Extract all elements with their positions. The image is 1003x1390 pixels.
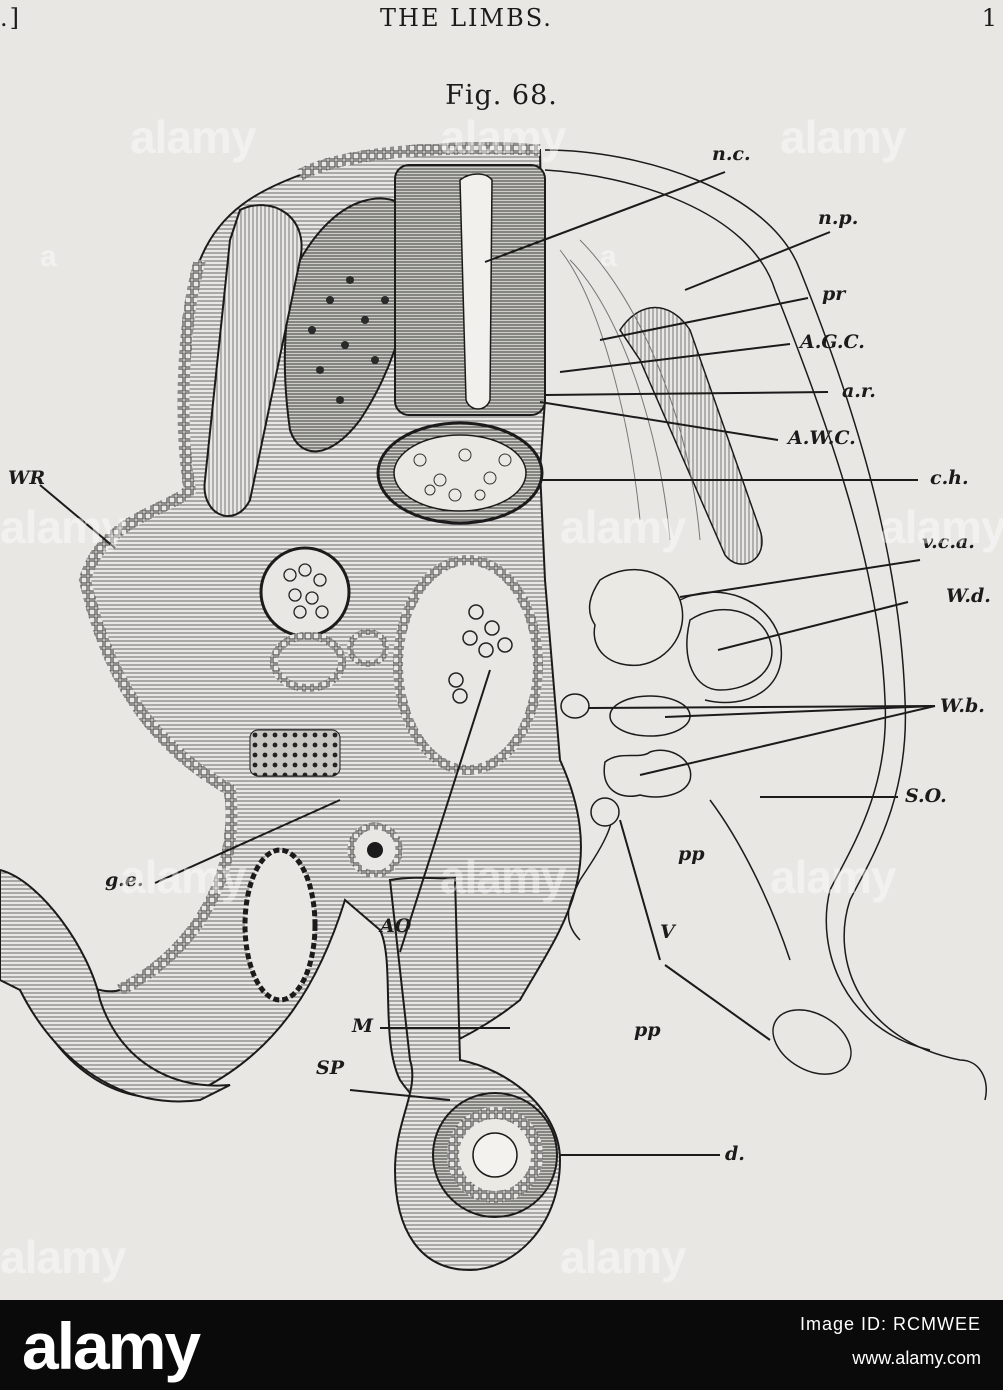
mesonephric-tubule-2	[347, 629, 389, 667]
label-pr: pr	[822, 283, 847, 305]
spinal-ganglion	[283, 197, 414, 453]
muscle-plate-right	[619, 306, 763, 565]
stock-footer-bar: alamy Image ID: RCMWEE www.alamy.com	[0, 1300, 1003, 1390]
cardinal-vein	[588, 568, 684, 667]
image-id: Image ID: RCMWEE	[799, 1314, 981, 1334]
watermark-text: alamy	[440, 851, 566, 903]
label-germinal-epithelium: g.e.	[105, 869, 144, 891]
limb-bud	[0, 868, 231, 1103]
label-mesentery: M	[351, 1015, 374, 1037]
somatopleure-right	[709, 799, 791, 961]
watermark-text: alamy	[560, 501, 686, 553]
watermark-text: alamy	[880, 501, 1003, 553]
limb-vessel	[242, 847, 318, 1003]
page-number: 1	[981, 4, 999, 32]
figure-title: Fig. 68.	[445, 80, 558, 111]
wolffian-body-1	[560, 693, 590, 719]
label-wolffian-body: W.b.	[940, 695, 985, 717]
watermark-text: alamy	[0, 1231, 126, 1283]
muscle-plate-left	[203, 204, 303, 518]
label-awc: A.W.C.	[786, 427, 856, 449]
vitelline-vessel-small	[590, 797, 620, 827]
label-ar: a.r.	[842, 380, 876, 402]
gut-lumen	[472, 1132, 518, 1178]
watermark-text: alamy	[780, 111, 906, 163]
label-vca: v.c.a.	[922, 531, 975, 553]
page-header-left: .]	[0, 4, 21, 32]
label-pp-upper: pp	[678, 843, 705, 865]
alamy-logo: alamy	[22, 1309, 201, 1383]
label-digestive-tract: d.	[725, 1143, 745, 1165]
label-pp-lower: pp	[634, 1019, 661, 1041]
watermark-mark: a	[40, 240, 57, 273]
label-splanchnopleure: SP	[316, 1057, 345, 1079]
watermark-text: alamy	[120, 851, 246, 903]
right-body-outline	[544, 149, 987, 1101]
wolffian-duct	[686, 608, 773, 691]
cell-cluster	[249, 729, 341, 777]
epiblast-band	[297, 142, 541, 181]
aorta	[393, 555, 543, 775]
label-agc: A.G.C.	[798, 331, 865, 353]
label-somatopleure: S.O.	[905, 785, 947, 807]
mesonephric-tubule-1	[270, 632, 346, 692]
watermark-mark: a	[600, 240, 617, 273]
watermark-text: alamy	[770, 851, 896, 903]
label-neural-canal: n.c.	[712, 143, 751, 165]
neural-canal	[459, 173, 493, 410]
label-wolffian-ridge: WR	[8, 467, 45, 489]
label-wolffian-duct: W.d.	[946, 585, 991, 607]
watermark-text: alamy	[440, 111, 566, 163]
vitelline-vessel-large	[772, 1009, 852, 1075]
page-header-title: THE LIMBS.	[380, 4, 553, 32]
label-aorta: AO	[378, 915, 412, 937]
book-page: .] THE LIMBS. 1 Fig. 68.	[0, 4, 1003, 1283]
embryo-section-diagram: n.c. n.p. pr A.G.C. a.r. A.W.C. c.h. WR …	[0, 142, 991, 1272]
label-notochord: c.h.	[930, 467, 969, 489]
label-neural-plate: n.p.	[818, 207, 858, 229]
watermark-text: alamy	[560, 1231, 686, 1283]
left-cardinal-vessel	[259, 546, 351, 638]
label-vessel-v: V	[660, 921, 677, 943]
site-url[interactable]: www.alamy.com	[852, 1348, 981, 1368]
watermark-text: alamy	[0, 501, 126, 553]
watermark-text: alamy	[130, 111, 256, 163]
